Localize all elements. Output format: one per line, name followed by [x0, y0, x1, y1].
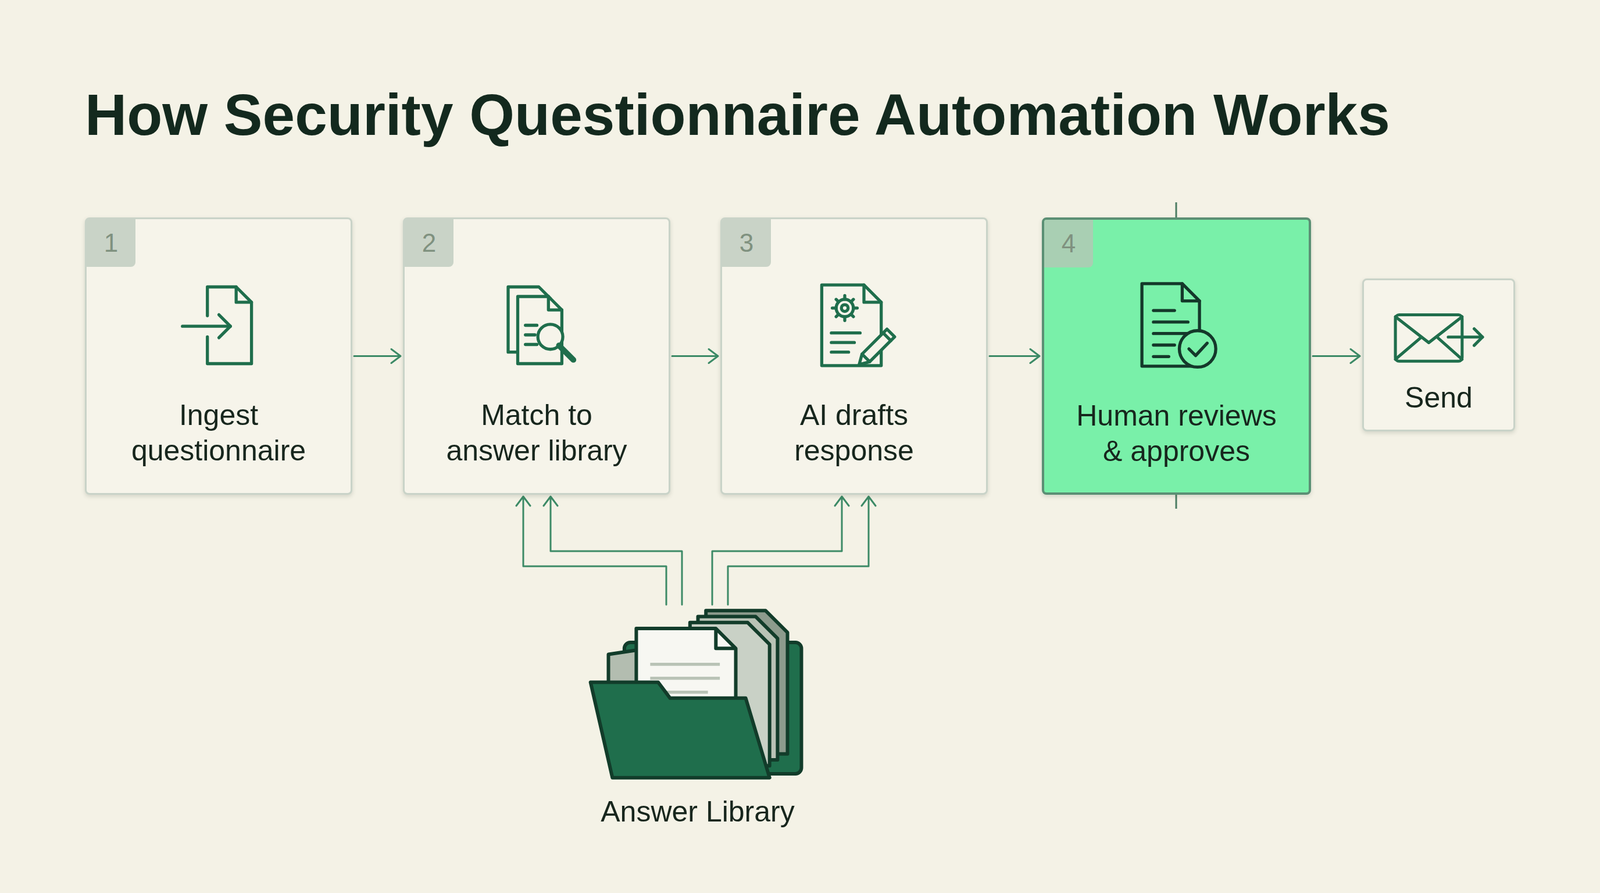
send-icon	[1392, 309, 1486, 369]
node-label: AI drafts response	[755, 397, 953, 469]
process-box: 3 AI drafts response	[720, 217, 988, 495]
step-number: 2	[422, 228, 437, 258]
flow-arrow	[354, 349, 401, 364]
step-tab: 4	[1044, 219, 1094, 268]
flow-arrow	[516, 496, 682, 605]
ingest-icon	[170, 277, 267, 374]
step-tab: 1	[86, 219, 136, 267]
match-icon	[488, 277, 585, 374]
process-box: 2Match to answer library	[402, 217, 671, 495]
send-box: Send	[1362, 278, 1516, 432]
draft-icon	[806, 277, 903, 374]
approval-box: 4Human reviews & approves	[1041, 217, 1312, 495]
node-label: Match to answer library	[437, 397, 636, 469]
step-number: 3	[739, 228, 754, 258]
flow-arrow	[672, 349, 719, 364]
step-tab: 2	[404, 219, 454, 267]
process-box: 1Ingest questionnaire	[84, 217, 353, 495]
flow-arrow	[989, 349, 1040, 364]
node-label: Send	[1404, 380, 1473, 416]
step-number: 4	[1061, 229, 1076, 259]
node-label: Ingest questionnaire	[119, 397, 318, 469]
library-node: Answer Library	[575, 604, 820, 844]
step-tab: 3	[722, 219, 771, 267]
flow-arrow	[1312, 349, 1360, 364]
node-label: Answer Library	[600, 794, 795, 830]
step-number: 1	[104, 228, 119, 258]
review-icon	[1128, 277, 1225, 374]
folder-icon	[588, 604, 808, 784]
node-label: Human reviews & approves	[1064, 398, 1289, 470]
flow-arrow	[712, 496, 876, 605]
diagram-title: How Security Questionnaire Automation Wo…	[84, 82, 1391, 147]
